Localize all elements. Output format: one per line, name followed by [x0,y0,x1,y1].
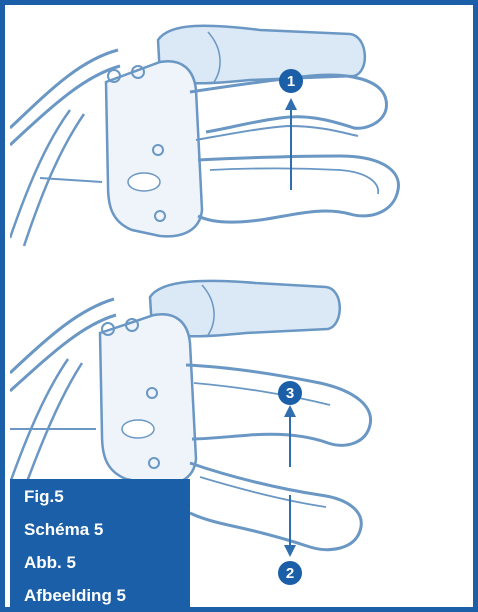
brake-handle-illustration-top: 1 [10,10,478,260]
marker-1-badge: 1 [279,69,303,93]
figure-caption: Fig.5 Schéma 5 Abb. 5 Afbeelding 5 [10,479,190,612]
marker-3-badge: 3 [278,381,302,405]
caption-line-schema: Schéma 5 [24,520,180,540]
caption-line-fig: Fig.5 [24,487,180,507]
caption-line-abb: Abb. 5 [24,553,180,573]
caption-line-afbeelding: Afbeelding 5 [24,586,180,606]
brake-lever-drawing-top [10,10,478,260]
marker-2-badge: 2 [278,561,302,585]
